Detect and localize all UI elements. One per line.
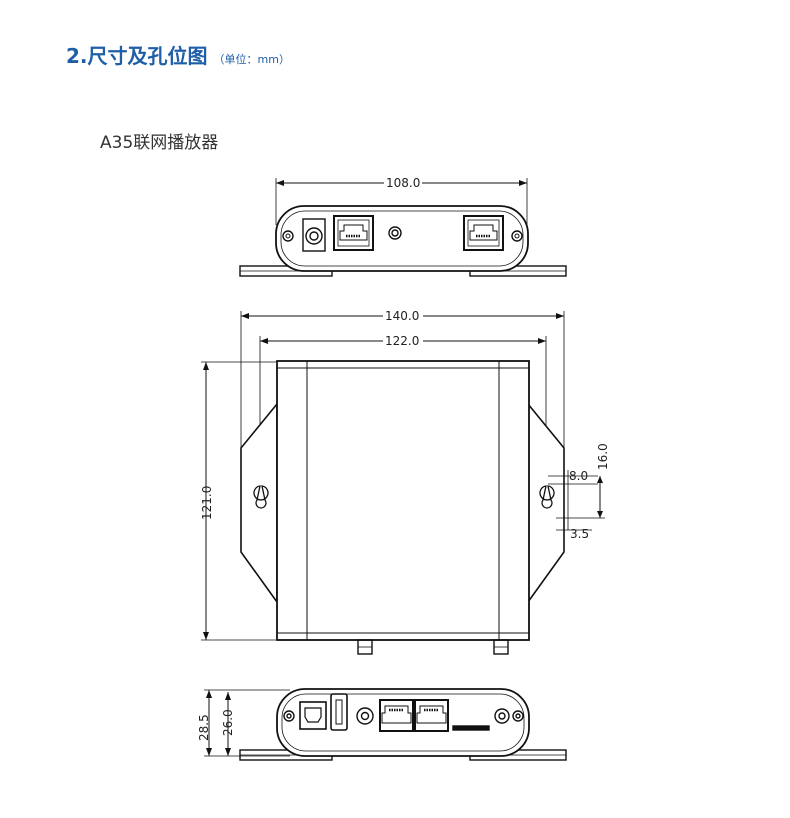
dim-label-3-5: 3.5 xyxy=(570,527,589,541)
product-name: A35联网播放器 xyxy=(100,133,219,153)
unit-label: （单位：mm） xyxy=(213,53,290,66)
arrow-head xyxy=(519,180,527,186)
screw-icon xyxy=(283,710,295,722)
audio-jack-icon xyxy=(356,707,374,725)
usb-b-port-icon xyxy=(299,701,327,730)
dim-label-8: 8.0 xyxy=(569,469,588,483)
enclosure-top xyxy=(276,360,530,641)
mount-wing-right xyxy=(527,401,565,605)
dim-label-140: 140.0 xyxy=(385,309,419,323)
screw-icon xyxy=(512,710,524,722)
dim-label-28-5: 28.5 xyxy=(197,714,211,741)
rj45-port-icon xyxy=(463,215,504,251)
keyhole-slot xyxy=(539,485,555,509)
card-slot xyxy=(452,725,490,731)
dim-label-121: 121.0 xyxy=(200,486,214,520)
section-title-text: 2.尺寸及孔位图 xyxy=(66,44,208,68)
antenna-connector-icon xyxy=(494,708,510,724)
mount-wing-left xyxy=(240,401,278,605)
led-hole xyxy=(388,226,402,240)
usb-a-port-icon xyxy=(330,693,348,731)
back-view xyxy=(204,688,567,761)
dim-label-108: 108.0 xyxy=(386,176,420,190)
keyhole-slot xyxy=(253,485,269,509)
screw-icon xyxy=(511,230,523,242)
dim-label-26: 26.0 xyxy=(221,709,235,736)
screw-icon xyxy=(282,230,294,242)
dim-label-122: 122.0 xyxy=(385,334,419,348)
top-view xyxy=(239,178,567,277)
dc-jack xyxy=(302,218,326,252)
rj45-port-icon xyxy=(379,699,414,732)
plan-view xyxy=(201,311,605,655)
section-title: 2.尺寸及孔位图 （单位：mm） xyxy=(66,40,290,69)
dimension-labels: 108.0 140.0 122.0 121.0 8.0 16.0 3.5 28.… xyxy=(197,175,610,741)
arrow-head xyxy=(276,180,284,186)
rj45-port-icon xyxy=(414,699,449,732)
dim-label-16: 16.0 xyxy=(596,443,610,470)
rj45-port-icon xyxy=(333,215,374,251)
